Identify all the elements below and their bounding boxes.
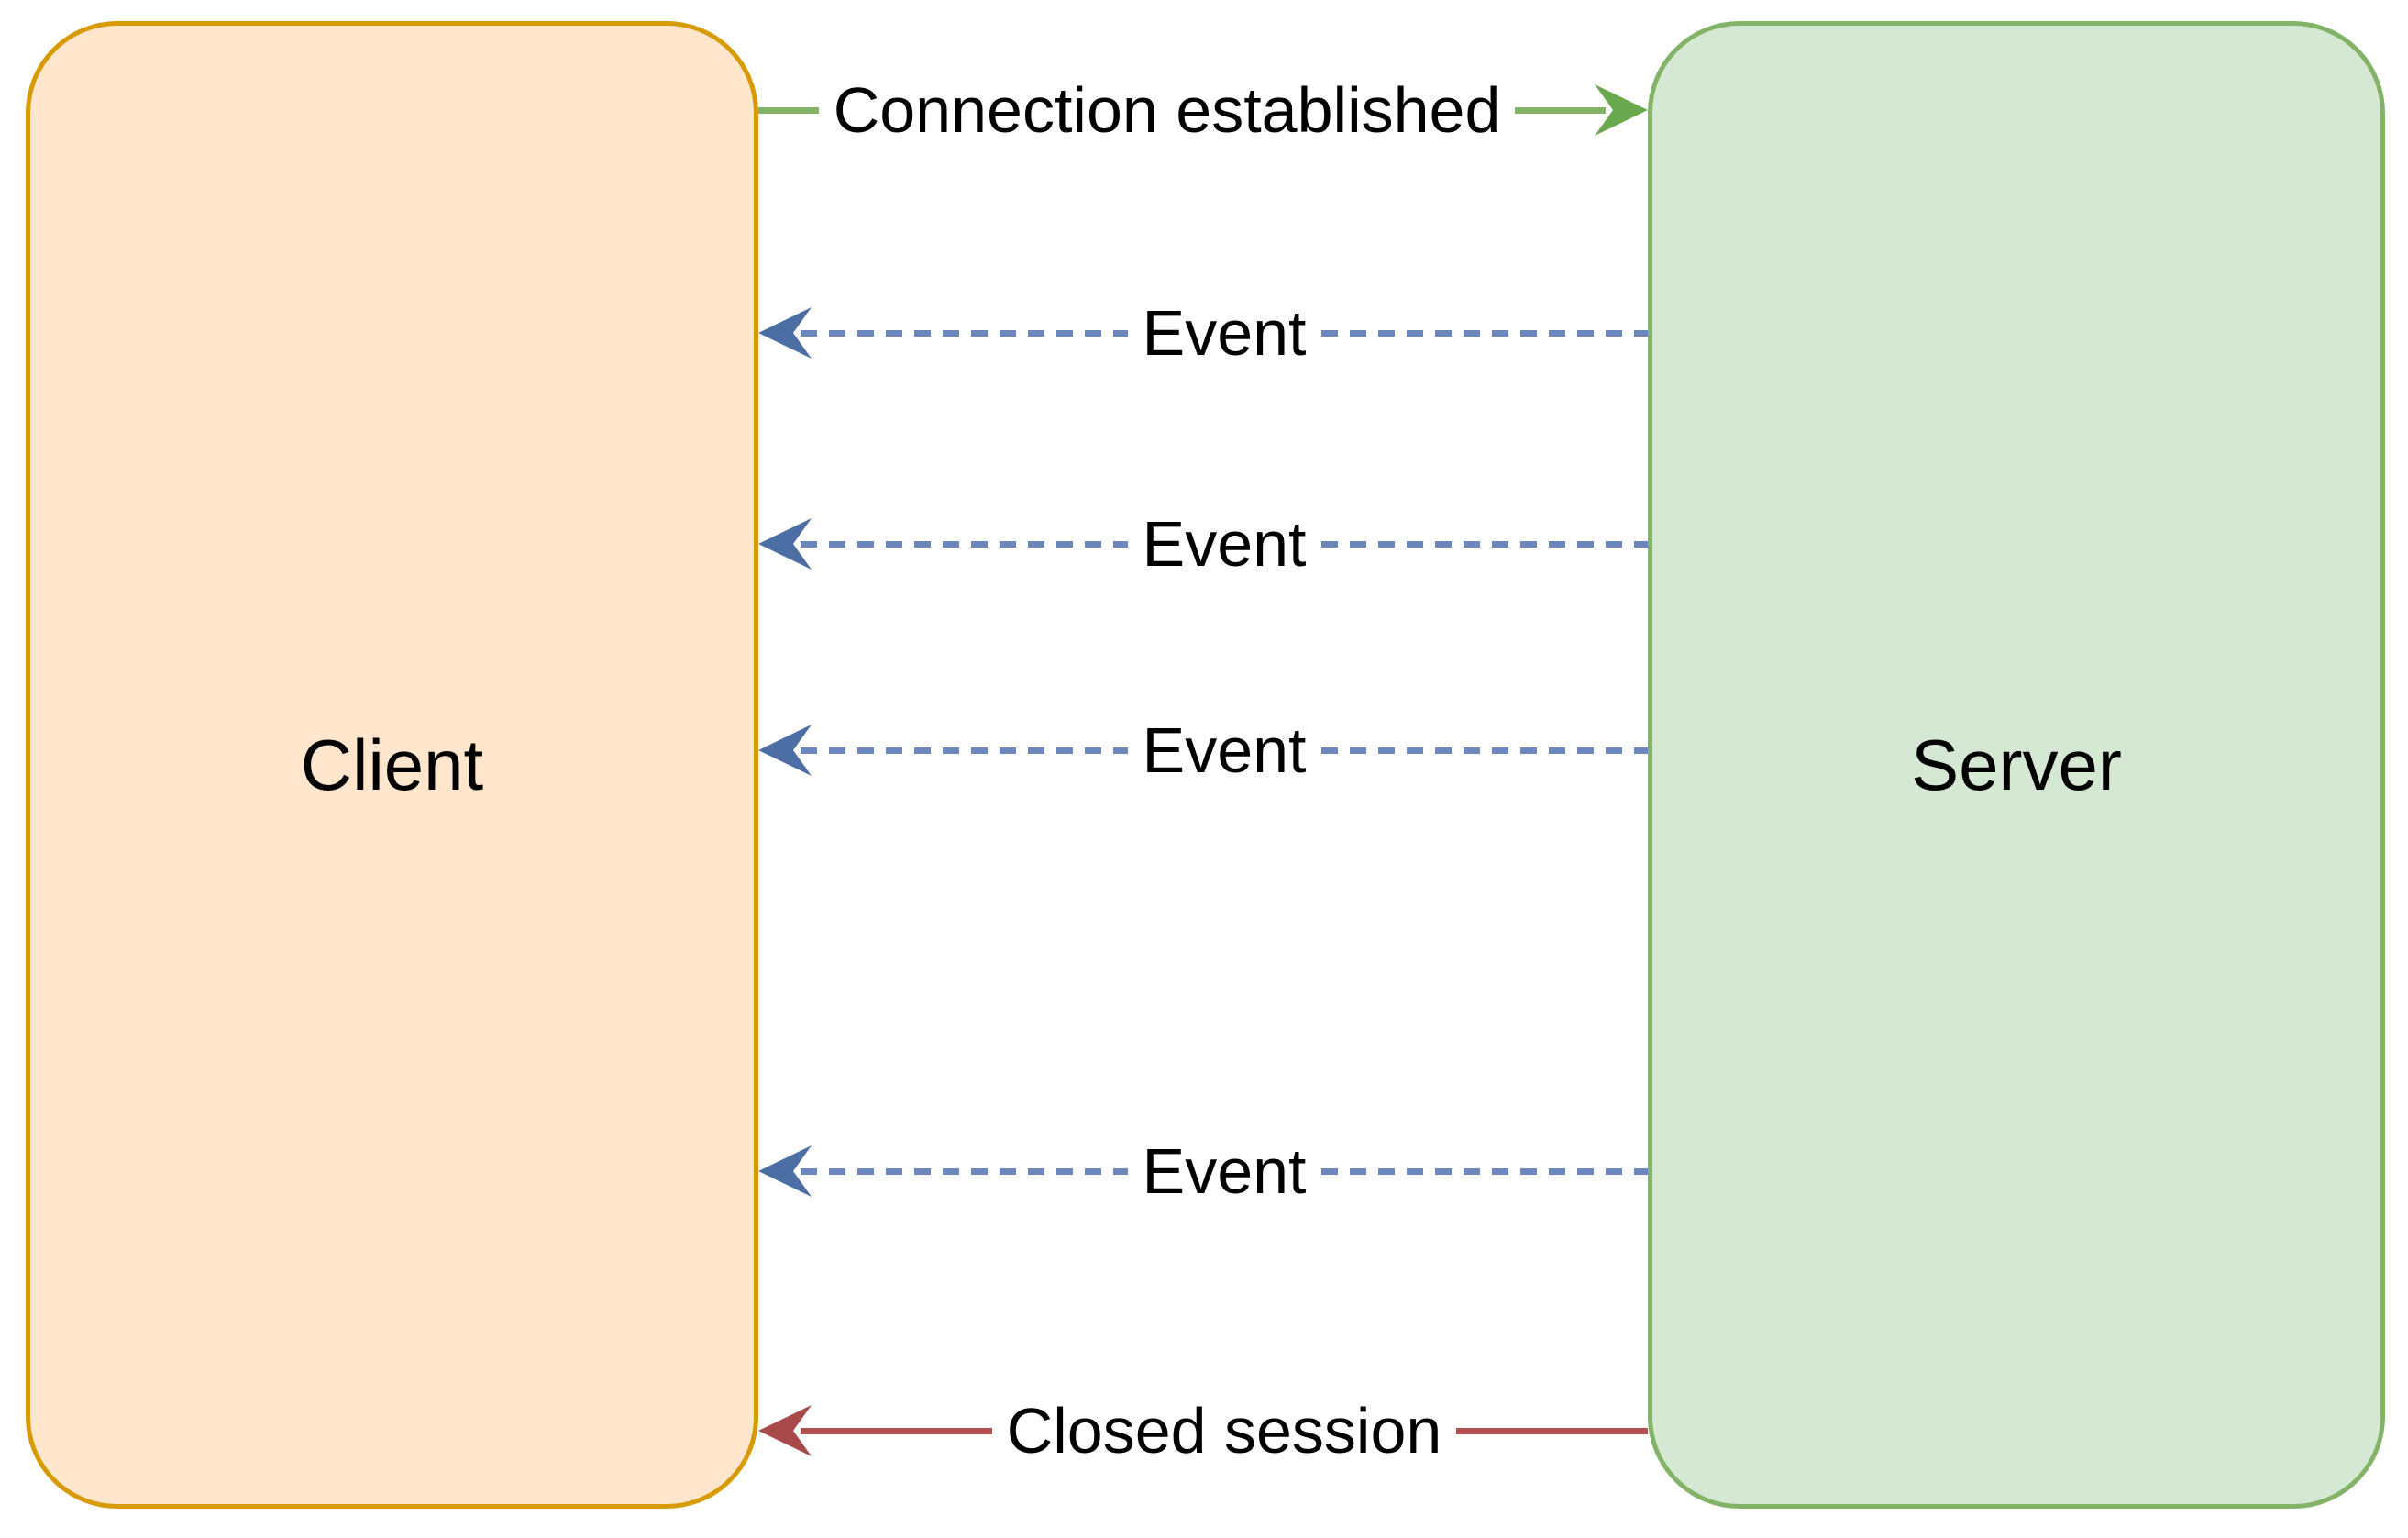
message-event-1: Event — [758, 287, 1648, 379]
message-line — [801, 1167, 1128, 1175]
message-event-3: Event — [758, 704, 1648, 796]
message-label: Event — [1142, 507, 1307, 580]
client-node-label: Client — [300, 725, 484, 805]
server-node-label: Server — [1911, 725, 2122, 805]
message-line — [1320, 747, 1648, 754]
message-connection-established: Connection established — [758, 64, 1648, 156]
server-node: Server — [1648, 21, 2385, 1509]
message-label: Event — [1142, 296, 1307, 369]
message-line — [1320, 540, 1648, 548]
message-event-2: Event — [758, 498, 1648, 590]
message-line — [1515, 106, 1606, 114]
message-line — [801, 1427, 992, 1434]
message-line — [1456, 1427, 1648, 1434]
message-line — [801, 329, 1128, 337]
message-label: Event — [1142, 1134, 1307, 1207]
arrowhead-left-icon — [758, 1405, 812, 1456]
arrowhead-left-icon — [758, 1145, 812, 1197]
message-line — [758, 106, 819, 114]
message-label: Closed session — [1006, 1394, 1442, 1466]
client-node: Client — [26, 21, 758, 1509]
arrowhead-left-icon — [758, 307, 812, 359]
message-line — [801, 540, 1128, 548]
message-closed-session: Closed session — [758, 1385, 1648, 1477]
message-label: Event — [1142, 714, 1307, 786]
message-line — [1320, 329, 1648, 337]
message-line — [1320, 1167, 1648, 1175]
arrowhead-left-icon — [758, 725, 812, 776]
arrowhead-right-icon — [1595, 84, 1648, 136]
message-label: Connection established — [833, 73, 1501, 146]
message-event-4: Event — [758, 1125, 1648, 1217]
arrowhead-left-icon — [758, 518, 812, 570]
message-line — [801, 747, 1128, 754]
